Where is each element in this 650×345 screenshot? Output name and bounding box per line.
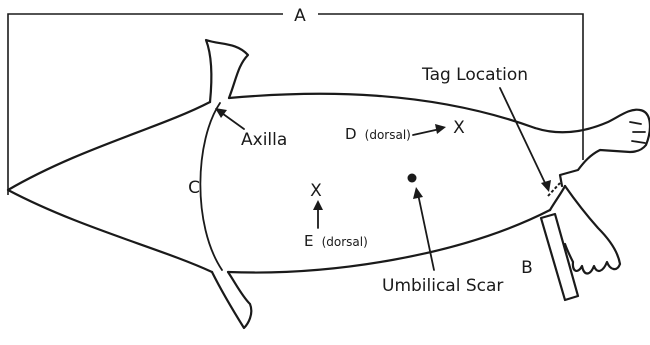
label-d-letter: D <box>345 125 357 143</box>
tag-location-mark <box>547 182 561 197</box>
umbilical-scar-arrowhead <box>413 187 423 199</box>
label-d: D (dorsal) <box>345 124 411 143</box>
marker-e-arrowhead <box>313 200 323 210</box>
label-e-qualifier: (dorsal) <box>322 235 368 249</box>
girth-line-c <box>199 102 223 271</box>
umbilical-scar-dot <box>407 173 417 183</box>
marker-d-arrow <box>412 128 441 136</box>
label-axilla: Axilla <box>241 130 287 150</box>
label-e-letter: E <box>304 232 313 250</box>
marker-d-symbol: X <box>453 118 465 138</box>
length-bracket-a <box>7 13 584 195</box>
marker-e-symbol: X <box>310 181 322 201</box>
seal-body-outline <box>6 38 650 330</box>
label-umbilical-scar: Umbilical Scar <box>382 276 503 296</box>
tag-location-arrow <box>499 87 547 186</box>
label-a: A <box>294 6 306 26</box>
label-c: C <box>188 178 200 198</box>
marker-d-arrowhead <box>435 124 446 134</box>
label-tag-location: Tag Location <box>421 65 528 85</box>
label-e: E (dorsal) <box>304 231 368 250</box>
label-b: B <box>521 258 533 278</box>
label-d-qualifier: (dorsal) <box>365 128 411 142</box>
tag-location-arrowhead <box>541 180 551 192</box>
umbilical-scar-arrow <box>417 193 435 271</box>
axilla-arrowhead <box>215 108 227 118</box>
